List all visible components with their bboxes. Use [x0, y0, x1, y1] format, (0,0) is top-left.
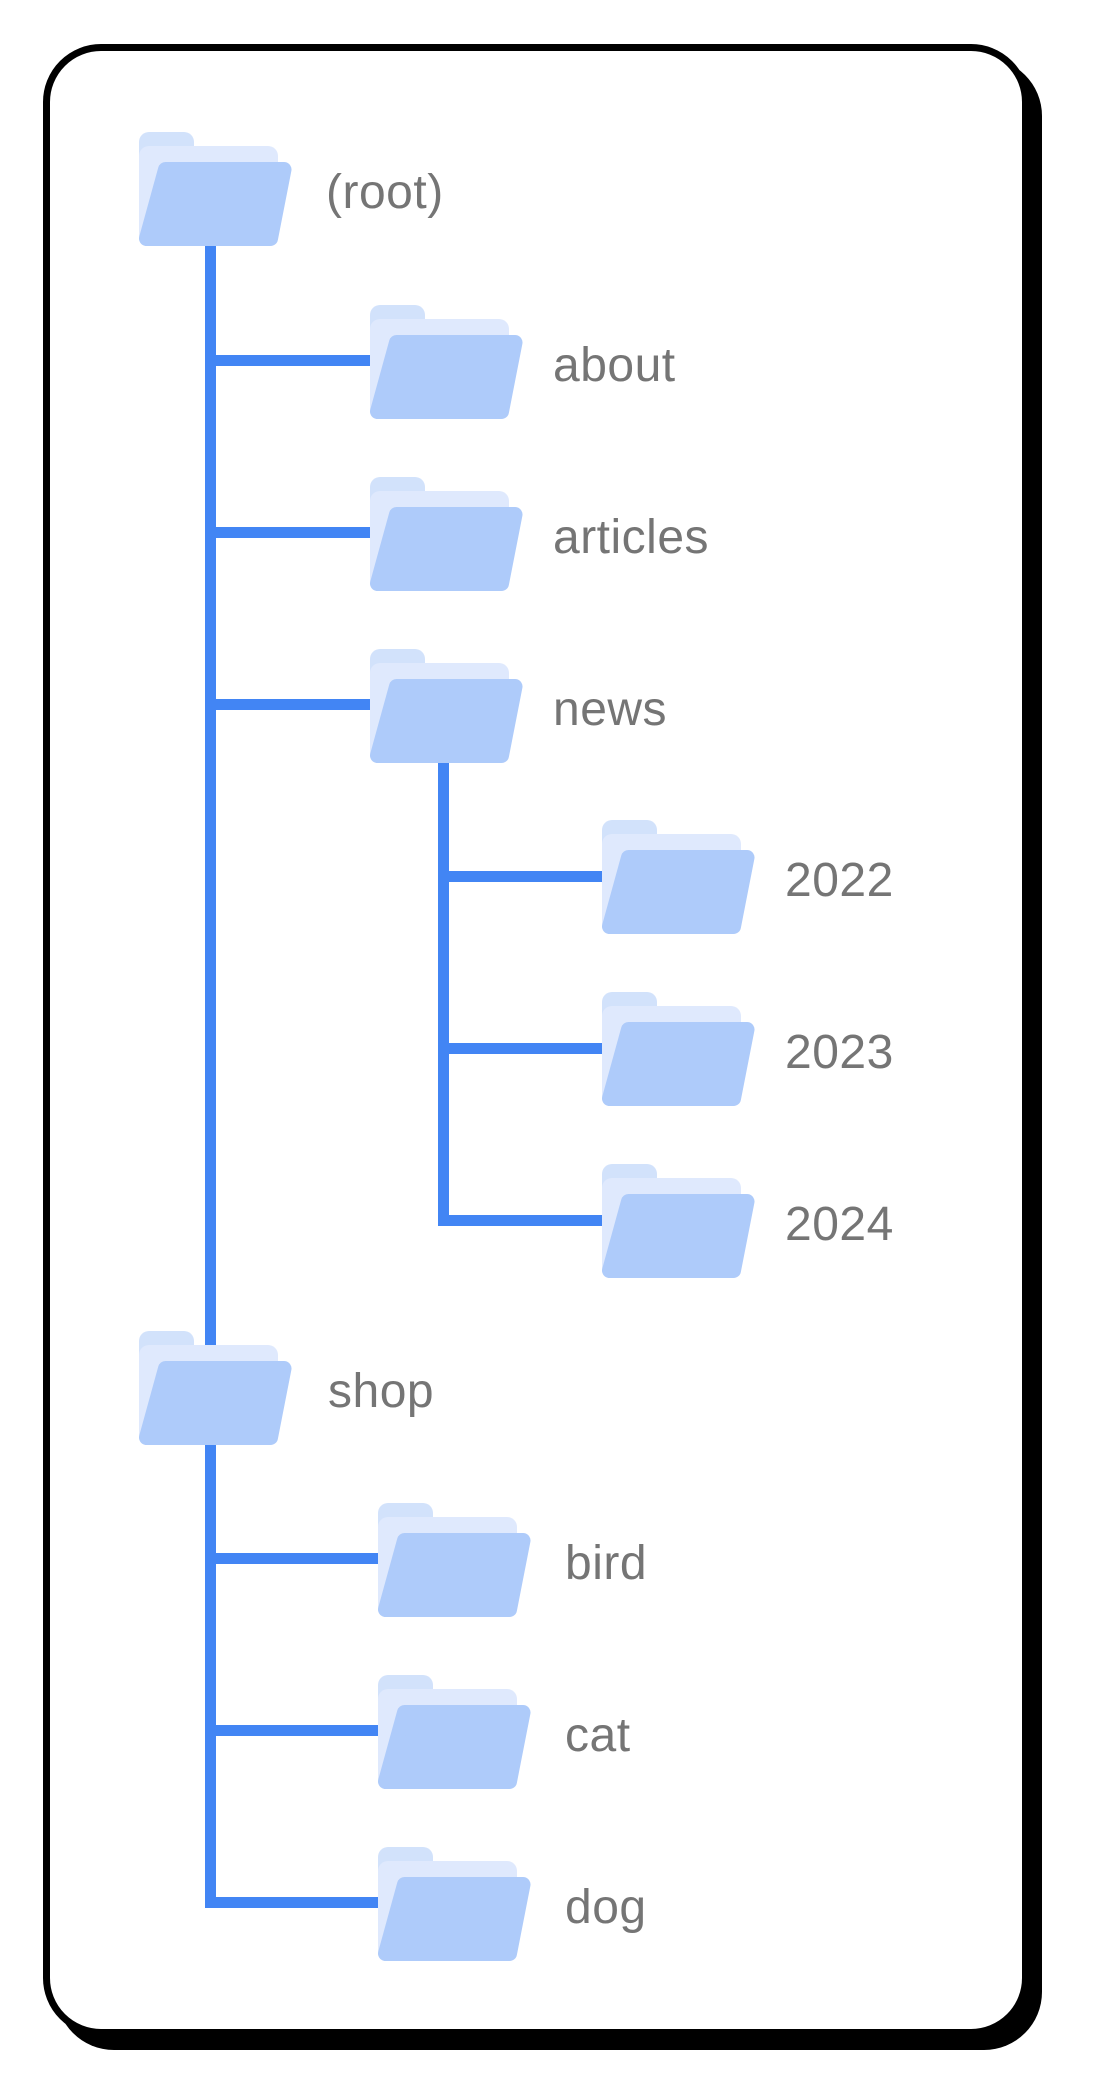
tree-node-shop [139, 1331, 292, 1445]
folder-label-dog: dog [565, 1881, 647, 1934]
tree-node-2022 [602, 820, 755, 934]
folder-label-root: (root) [326, 166, 444, 219]
folder-label-cat: cat [565, 1709, 631, 1762]
connector-branch-about [205, 355, 380, 366]
folder-icon [370, 477, 523, 591]
tree-node-root [139, 132, 292, 246]
connector-branch-articles [205, 527, 380, 538]
folder-icon [139, 132, 292, 246]
tree-node-dog [378, 1847, 531, 1961]
folder-label-shop: shop [328, 1365, 435, 1418]
tree-node-about [370, 305, 523, 419]
tree-node-cat [378, 1675, 531, 1789]
folder-label-about: about [553, 339, 676, 392]
folder-label-2022: 2022 [785, 854, 894, 907]
tree-node-bird [378, 1503, 531, 1617]
connector-branch-news [205, 699, 380, 710]
folder-icon [602, 1164, 755, 1278]
folder-icon [378, 1503, 531, 1617]
connector-branch-2024 [438, 1215, 610, 1226]
tree-node-2023 [602, 992, 755, 1106]
folder-icon [370, 649, 523, 763]
tree-node-articles [370, 477, 523, 591]
connector-branch-dog [205, 1897, 385, 1908]
folder-label-articles: articles [553, 511, 710, 564]
folder-icon [602, 820, 755, 934]
folder-icon [378, 1847, 531, 1961]
folder-icon [139, 1331, 292, 1445]
folder-label-bird: bird [565, 1537, 648, 1590]
connector-branch-cat [205, 1725, 385, 1736]
folder-label-2023: 2023 [785, 1026, 894, 1079]
folder-icon [378, 1675, 531, 1789]
connector-trunk-news [438, 762, 449, 1226]
connector-branch-2022 [438, 871, 610, 882]
tree-node-2024 [602, 1164, 755, 1278]
folder-label-2024: 2024 [785, 1198, 894, 1251]
connector-branch-bird [205, 1553, 385, 1564]
folder-icon [602, 992, 755, 1106]
folder-icon [370, 305, 523, 419]
tree-node-news [370, 649, 523, 763]
connector-trunk-root [205, 246, 216, 1908]
folder-label-news: news [553, 683, 668, 736]
connector-branch-2023 [438, 1043, 610, 1054]
